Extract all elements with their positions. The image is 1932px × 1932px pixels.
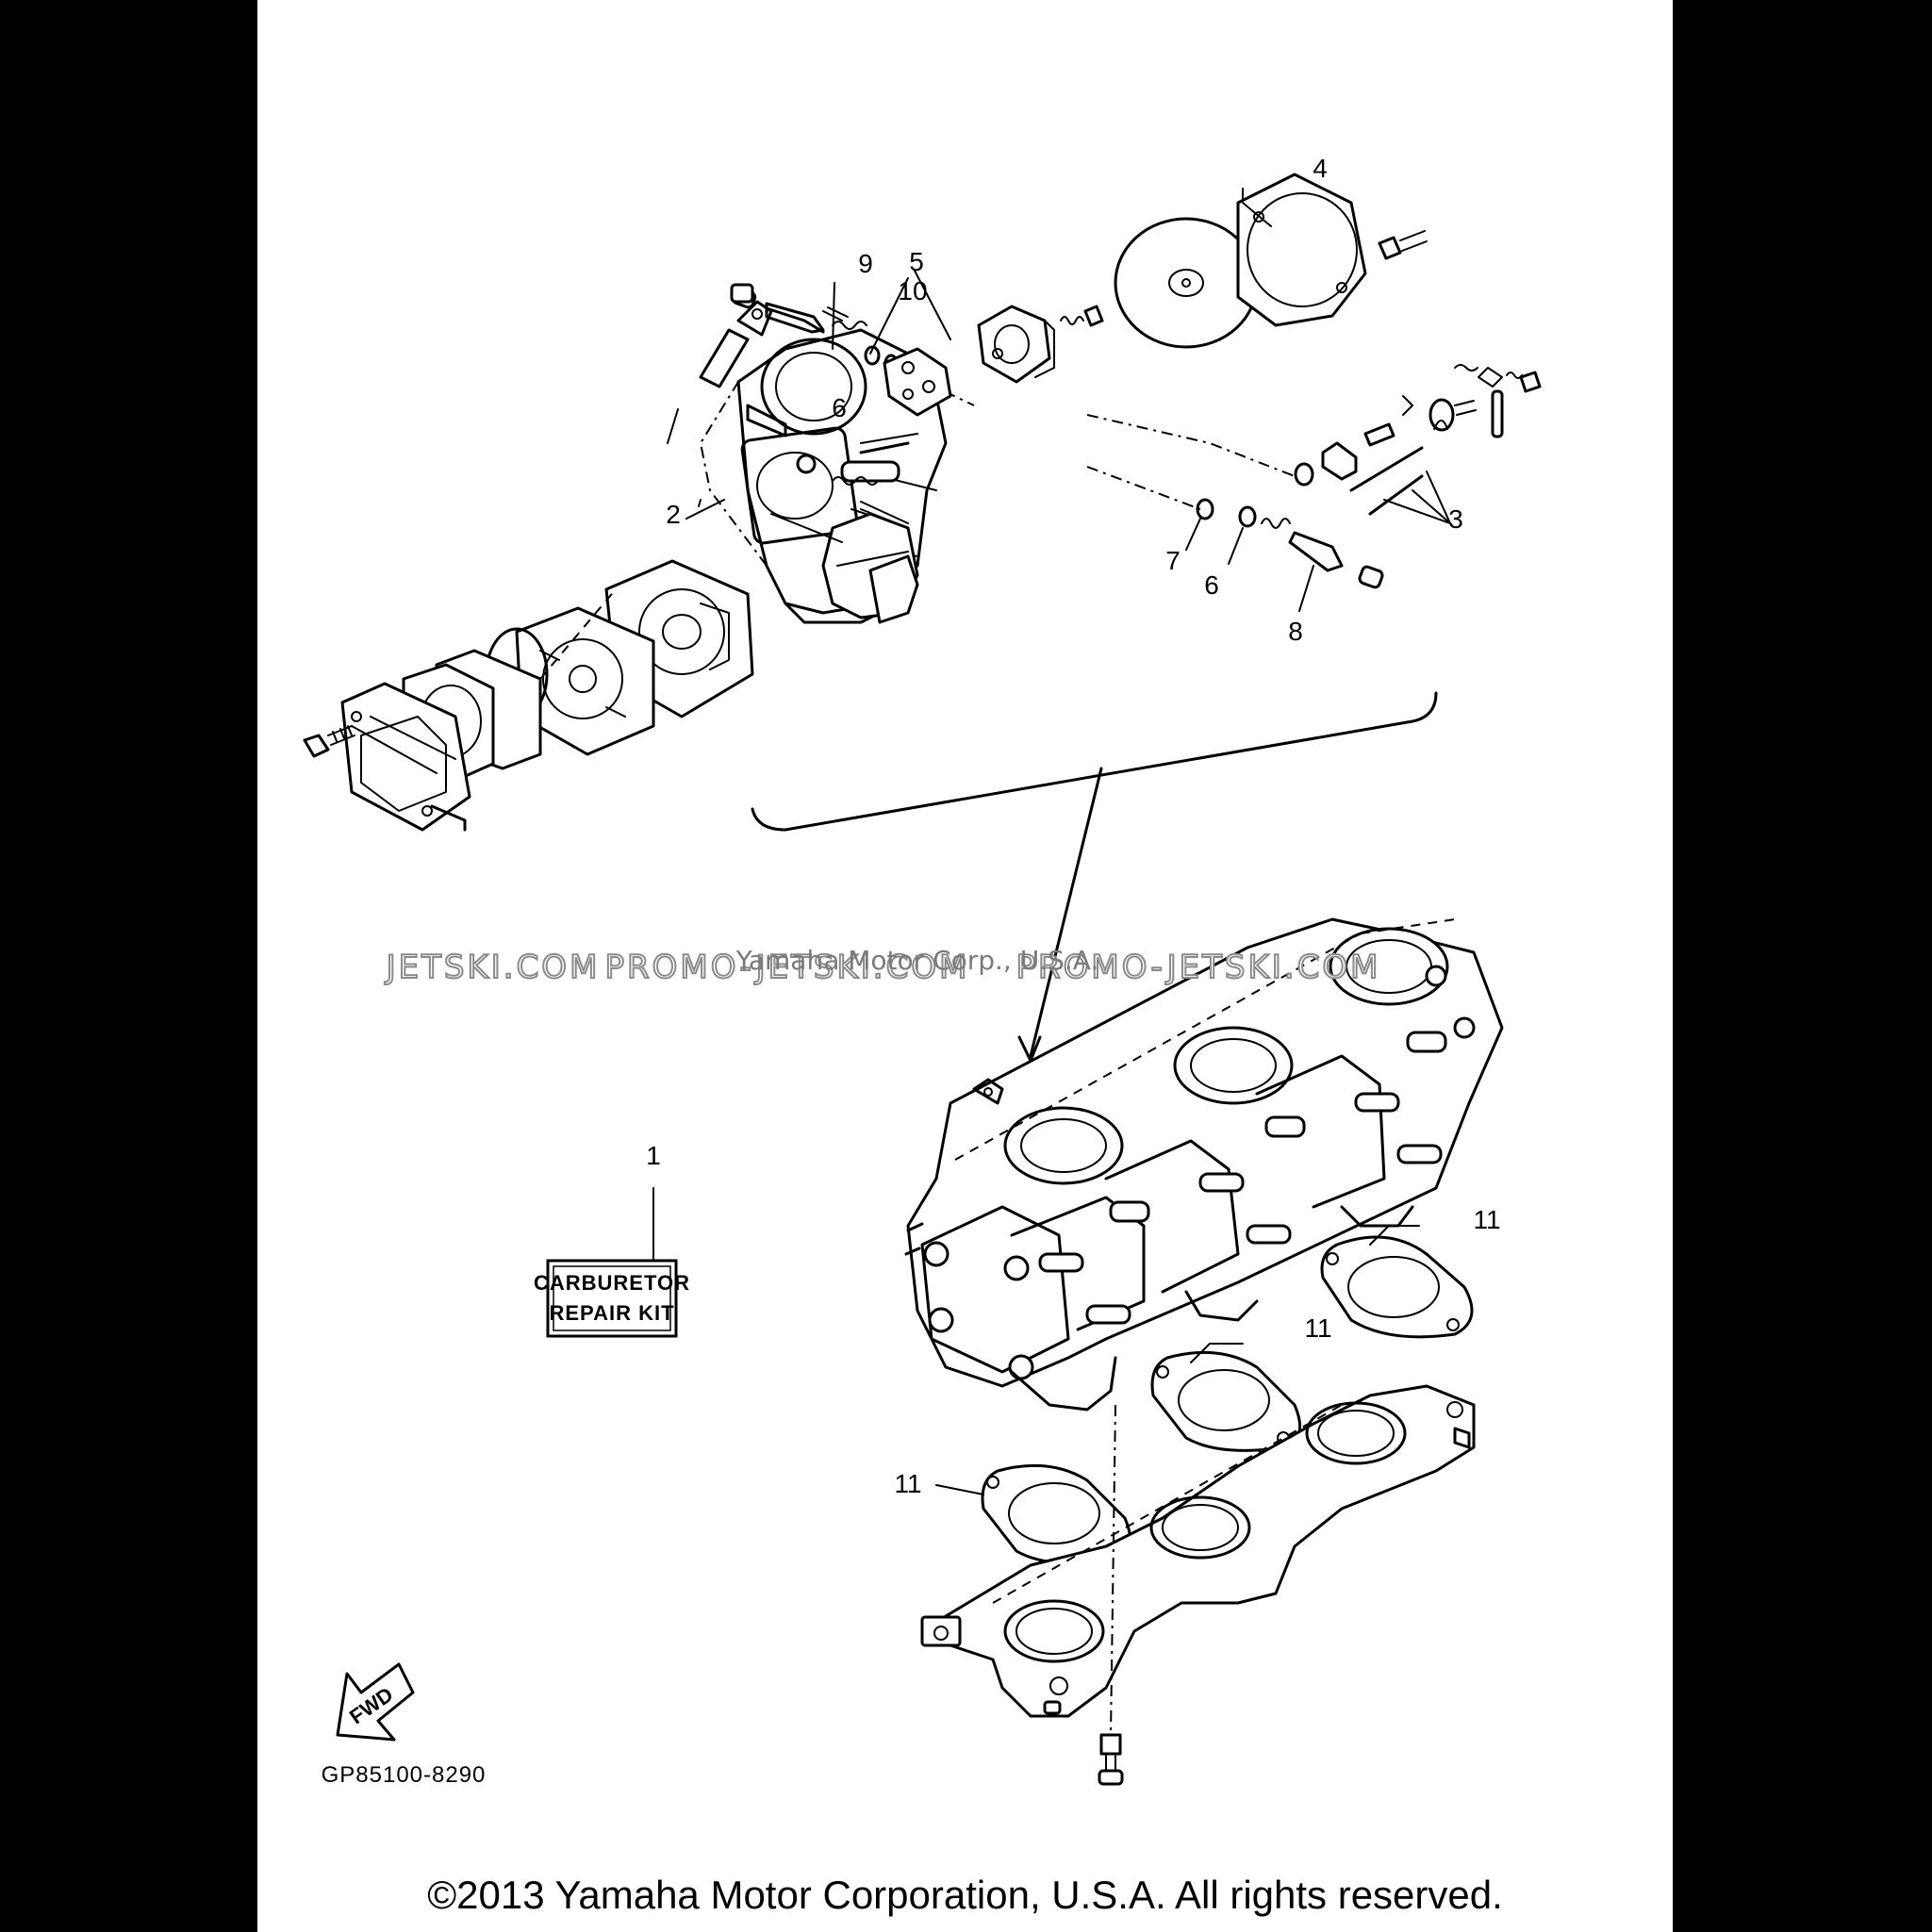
gasket-part-2 [821,512,919,624]
assembly-arrow [1029,767,1103,1058]
fwd-arrow-icon: FWD [336,1662,415,1742]
callout-2: 2 [666,500,681,529]
exploded-view-drawing: CARBURETOR REPAIR KIT FWD 1 2 3 4 5 6 6 … [303,154,1542,1788]
drawing-code: GP85100-8290 [322,1762,487,1788]
watermark-middle: PROMO-JETSKI.COM [605,949,970,986]
carburetor-exploded-view [303,173,1542,832]
callout-1: 1 [646,1141,661,1170]
needle-valve-group-3 [1294,364,1542,516]
callout-3: 3 [1448,504,1463,534]
carburetor-bank-assembly [904,917,1504,1412]
watermark-left: JETSKI.COM [385,949,601,986]
repair-kit-line1: CARBURETOR [534,1271,690,1295]
repair-kit-line2: REPAIR KIT [549,1301,674,1325]
diaphragm-part-4 [1114,217,1259,349]
callout-11-middle: 11 [1304,1313,1331,1343]
gasket-part-11-right [1320,1235,1474,1339]
callout-11-left: 11 [894,1469,921,1498]
intake-manifold [920,1384,1476,1718]
gasket-part-5 [883,347,952,417]
watermark-overlay: Yamaha Motor Corp., U.S.A. [735,945,1099,976]
watermark-right: PROMO-JETSKI.COM [1016,949,1381,986]
callout-6-lower: 6 [1204,570,1219,600]
callout-5: 5 [909,247,924,276]
gasket-part-11-middle [1150,1350,1302,1452]
callout-8: 8 [1288,617,1303,646]
callout-6-upper: 6 [832,393,847,422]
callout-4: 4 [1313,154,1328,183]
callout-9: 9 [858,249,873,278]
parts-diagram-sheet: CARBURETOR REPAIR KIT FWD 1 2 3 4 5 6 6 … [257,0,1673,1932]
callout-7: 7 [1165,546,1181,575]
callout-10: 10 [898,276,927,305]
watermark: JETSKI.COM PROMO-JETSKI.COM PROMO-JETSKI… [384,945,1381,987]
copyright-footer: ©2013 Yamaha Motor Corporation, U.S.A. A… [427,1873,1503,1917]
callout-11-right: 11 [1473,1205,1500,1234]
repair-kit-box: CARBURETOR REPAIR KIT [534,1259,690,1338]
pump-diaphragm-stack [303,559,754,832]
assembly-bracket [751,691,1438,832]
